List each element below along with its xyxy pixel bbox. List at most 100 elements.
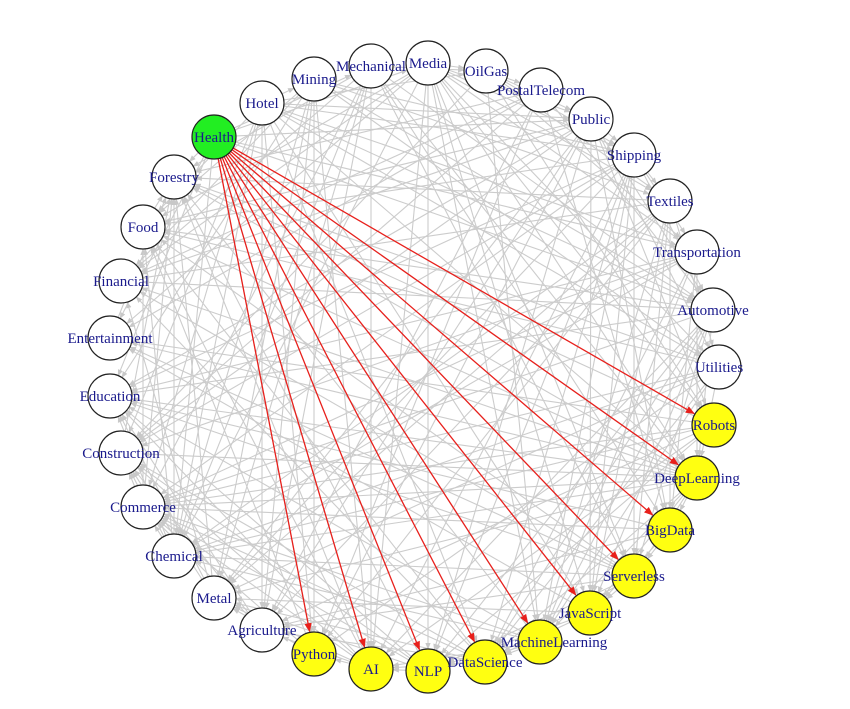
edge-default [181, 196, 372, 670]
node-label-mining: Mining [292, 72, 337, 88]
edge-default [261, 102, 613, 154]
edge-default [261, 102, 478, 643]
edge-default [160, 154, 635, 495]
node-public [568, 96, 614, 142]
node-label-shipping: Shipping [607, 148, 662, 164]
edge-default [501, 477, 698, 649]
edge-default [128, 118, 592, 386]
edge-default [156, 243, 486, 663]
node-utilities [696, 344, 742, 390]
node-deeplearning [674, 455, 720, 501]
node-label-python: Python [293, 647, 336, 663]
edge-default [433, 118, 592, 651]
edge-default [176, 102, 263, 536]
edge-default [590, 118, 668, 510]
node-label-financial: Financial [93, 274, 149, 290]
node-ai [348, 646, 394, 692]
edge-default [124, 411, 372, 670]
edge-default [161, 62, 429, 217]
node-javascript [567, 590, 613, 636]
edge-default [590, 154, 635, 592]
edge-default [587, 118, 593, 592]
edge-default [194, 366, 720, 550]
edge-default [130, 341, 698, 479]
edge-default [131, 339, 715, 426]
edge-health-ai [213, 136, 366, 648]
edge-default [313, 78, 695, 300]
edge-default [227, 118, 592, 582]
edge-default [163, 309, 714, 501]
edge-default [331, 366, 720, 642]
edge-default [191, 200, 671, 544]
node-robots [691, 402, 737, 448]
node-bigdata [647, 507, 693, 553]
edge-health-machinelearning [213, 136, 529, 624]
edge-default [164, 505, 671, 531]
edge-default [192, 251, 698, 546]
node-label-nlp: NLP [414, 664, 442, 680]
edge-default [233, 366, 720, 590]
edge-default [162, 515, 486, 663]
node-label-entertainment: Entertainment [68, 331, 154, 347]
node-python [291, 631, 337, 677]
edge-default [183, 195, 429, 672]
node-shipping [611, 132, 657, 178]
edge-default [370, 65, 659, 513]
node-label-serverless: Serverless [603, 569, 665, 585]
edge-default [435, 154, 635, 652]
edge-default [142, 198, 175, 508]
edge-default [234, 477, 698, 594]
edge-default [163, 513, 541, 643]
edge-health-datascience [213, 136, 476, 643]
node-postaltelecom [518, 67, 564, 113]
node-oilgas [463, 48, 509, 94]
edge-default [137, 65, 372, 268]
edge-default [138, 465, 429, 672]
edge-default [261, 102, 570, 121]
edge-default [271, 89, 542, 612]
edge-default [195, 477, 698, 555]
node-agriculture [239, 607, 285, 653]
node-label-transportation: Transportation [653, 245, 741, 261]
node-label-machinelearning: MachineLearning [501, 635, 608, 651]
node-label-chemical: Chemical [145, 549, 202, 565]
edge-default [261, 102, 701, 357]
edge-default [370, 65, 684, 462]
edge-default [135, 296, 486, 663]
edge-default [141, 287, 698, 479]
edge-default [150, 246, 315, 655]
node-label-oilgas: OilGas [465, 64, 508, 80]
edge-layer-default [109, 62, 720, 673]
node-financial [98, 258, 144, 304]
node-media [405, 40, 451, 86]
edge-default [547, 251, 698, 623]
edge-default [129, 154, 635, 388]
node-layer [87, 40, 742, 694]
node-label-construction: Construction [82, 446, 160, 462]
edge-default [139, 154, 635, 443]
edge-default [283, 575, 635, 629]
edge-default [194, 559, 541, 643]
node-textiles [647, 178, 693, 224]
edge-default [120, 197, 172, 454]
node-label-deeplearning: DeepLearning [654, 471, 740, 487]
edge-default [126, 409, 429, 672]
edge-default [128, 348, 591, 614]
node-label-education: Education [80, 389, 141, 405]
edge-default [427, 62, 585, 593]
edge-default [160, 519, 372, 670]
node-label-textiles: Textiles [646, 194, 693, 210]
edge-default [193, 185, 715, 426]
edge-health-robots [213, 136, 695, 415]
edge-default [213, 136, 693, 304]
node-transportation [674, 229, 720, 275]
edge-default [498, 366, 720, 646]
edge-default [385, 309, 714, 654]
edge-default [549, 309, 714, 624]
edge-default [126, 62, 429, 325]
edge-default [540, 89, 665, 510]
edge-default [164, 154, 635, 226]
edge-default [496, 309, 714, 645]
